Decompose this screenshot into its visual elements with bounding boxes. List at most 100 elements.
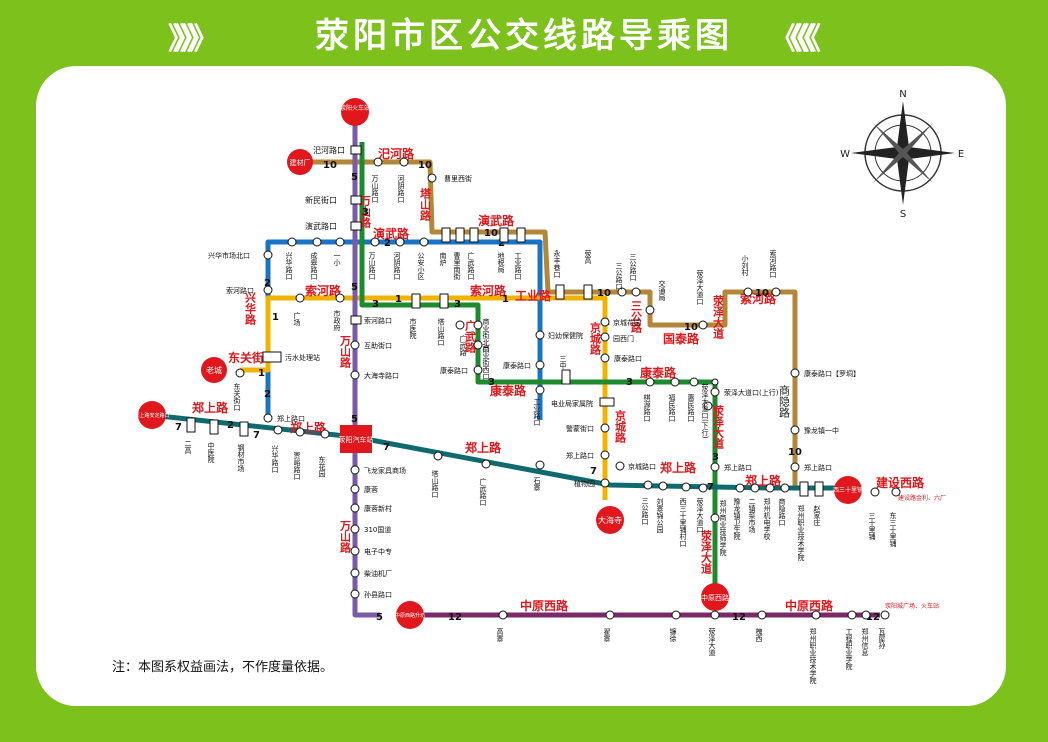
stop-xiaoliu-label: 小刘村 — [741, 254, 749, 276]
stop-guangchang-label: 广场 — [293, 311, 301, 327]
stop-yanwu-kou-label: 演武路口 — [305, 221, 337, 231]
stop-kangtai-kou4-label: 康泰路口 — [708, 376, 712, 379]
stop-heyin2: 河阴路口 — [393, 237, 405, 280]
stop-gongcheng: 工程职业学院 — [845, 610, 857, 671]
stop-xingyang-kou: 荥泽大道口 — [696, 269, 708, 330]
route-number-10-b: 10 — [418, 160, 432, 171]
stop-kangtai-kou2: 康泰路口 — [503, 360, 545, 370]
route-number-12-b: 12 — [732, 612, 746, 623]
road-dongguan: 东关街 — [228, 350, 264, 365]
stop-yulong: 豫龙镇一中 — [790, 425, 839, 435]
stop-kangtai-kou2-label: 康泰路口 — [503, 361, 531, 370]
terminal-qiche-label: 荥阳汽车站 — [339, 435, 374, 444]
stop-xingyang-shang-label: 荥泽大道口(上行) — [724, 388, 779, 397]
stop-fuyou-label: 妇幼保健院 — [548, 331, 583, 340]
route-number-10-a: 10 — [323, 160, 337, 171]
terminal-laocheng-label: 老城 — [206, 365, 222, 375]
stop-caolinan-label: 曹里南街 — [453, 251, 461, 281]
stop-guangchang: 广场 — [293, 293, 305, 327]
route-number-2-b: 2 — [384, 238, 391, 249]
stop-xingyang-kou2: 荥泽大道口 — [696, 483, 708, 533]
stop-xingyang-kou2-label: 荥泽大道口 — [696, 497, 704, 533]
route-number-1-e: 1 — [258, 368, 265, 379]
stop-guangwu-kou: 广武路口 — [467, 227, 479, 280]
route-number-1-a: 1 — [272, 312, 279, 323]
stop-xinghua-lu: 兴华路口 — [285, 237, 297, 280]
route-7-line — [149, 412, 840, 491]
stop-gongcheng-label: 工程职业学院 — [845, 628, 853, 671]
stop-xingyang-xia: 荥泽大道口(下行) — [701, 383, 713, 439]
terminal-jiancai-label: 建材厂 — [290, 158, 311, 167]
route-number-12-a: 12 — [448, 612, 462, 623]
terminal-xisan-label: 西三十里铺 — [833, 486, 863, 494]
stop-jiaotong-label: 交通局 — [658, 279, 666, 302]
stop-yulong-label: 豫龙镇一中 — [804, 426, 839, 435]
stop-guangwu-lu2: 广武路口 — [479, 459, 491, 506]
page-title: 荥阳市区公交线路导乘图 — [315, 16, 733, 56]
stop-sanzhong-label: 三中 — [559, 355, 567, 370]
stop-sansan-label: 三十里铺 — [868, 512, 876, 541]
stop-yuanximen-label: 园西门 — [613, 334, 634, 343]
compass-e: E — [958, 149, 964, 160]
stop-kangtai-kou4: 康泰路口 — [708, 376, 719, 386]
stop-wanshan-kou: 万山路口 — [371, 157, 383, 203]
route-number-3-c: 3 — [454, 299, 461, 310]
stop-dianzi-label: 电子中专 — [364, 547, 392, 556]
stop-sangong-kou3: 三公路口 — [641, 480, 653, 525]
stop-suohe-kou-e: 索河路口 — [769, 249, 781, 297]
stop-feilong: 飞龙家具商场 — [350, 465, 406, 475]
stop-guangwu-lu-label: 广武路 — [459, 334, 467, 357]
stop-dongguan-kou-label: 东关街口 — [233, 382, 241, 411]
stop-yulong-wei: 豫龙镇卫生院 — [733, 483, 745, 541]
stop-zhiwu: 植物园 — [574, 478, 610, 488]
stop-gongan-label: 公安小区 — [417, 252, 425, 280]
map-panel — [36, 66, 1006, 706]
road-zhongyuan2: 中原西路 — [785, 598, 834, 613]
stop-cuixu: 镰徐 — [669, 610, 681, 643]
stop-sangong-kou-label: 三公路口 — [615, 262, 623, 290]
road-zhengshang4: 郑上路 — [660, 460, 697, 475]
road-guangwu: 广武路 — [464, 319, 477, 354]
stop-huaixi: 槐西 — [755, 610, 767, 643]
stop-dong-sansan-label: 东三十里铺 — [889, 511, 897, 548]
stop-suohe-kou-w: 索河路口 — [226, 285, 273, 295]
stop-shangyin-kou-label: 商隐路口 — [778, 497, 786, 526]
stop-zhaojia: 赵家庄 — [813, 481, 824, 527]
road-xinghua: 兴华路 — [244, 291, 257, 326]
stop-yuanximen: 园西门 — [600, 332, 634, 343]
stop-shangyejie-xi-label: 商业街西口 — [482, 344, 490, 380]
route-number-7-d: 7 — [590, 466, 597, 477]
route-number-5-c: 5 — [351, 414, 358, 425]
stop-shizhai: 石寨 — [533, 460, 545, 491]
route-number-5-a: 5 — [351, 172, 358, 183]
stop-xinghua-lu-label: 兴华路口 — [285, 251, 293, 280]
route-number-2-c: 2 — [498, 238, 505, 249]
road-zhongyuan1: 中原西路 — [520, 598, 569, 613]
stop-caolinan: 曹里南街 — [453, 227, 465, 281]
road-zhengshang3: 郑上路 — [465, 440, 502, 455]
stop-tashan-kou-label: 塔山路口 — [437, 317, 445, 346]
stop-kangyu-xin: 康蓉新村 — [350, 503, 392, 513]
stop-sunxian-label: 孙县路口 — [364, 590, 392, 599]
route-number-7-b: 7 — [253, 430, 260, 441]
stop-xinxi: 郑州信息 — [861, 610, 871, 656]
stop-kangtai-kou: 康泰路口 — [440, 365, 483, 375]
stop-jingcheng-hua: 京城花园 — [600, 317, 641, 327]
terminal-shangjie-label: 郑上路安定路口 — [134, 412, 169, 419]
stop-zhiwu-label: 植物园 — [574, 479, 595, 488]
route-number-7-e: 7 — [707, 482, 714, 493]
stop-jingcheng-kou: 京城路口 — [615, 461, 656, 471]
stop-gongye-lu: 工业路口 — [533, 385, 545, 426]
stop-shangye-label: 商业街北口 — [482, 317, 490, 353]
stop-huaixi-label: 槐西 — [755, 627, 763, 643]
terminal-jianshe-label: 建设路金利、六厂 — [898, 494, 946, 502]
stop-zhengshang-kou-e-label: 郑上路口 — [724, 463, 752, 472]
map-note: 注：本图系权益画法，不作度量依据。 — [112, 660, 334, 675]
stop-tashan-lu: 塔山路口 — [431, 451, 443, 498]
route-number-5-d: 5 — [376, 612, 383, 623]
stop-kangtai-kou3-label: 康泰路口 — [614, 354, 642, 363]
route-number-3-b: 3 — [372, 299, 379, 310]
stop-zhengshang-kou-w-label: 郑上路口 — [277, 414, 305, 423]
compass-n: N — [899, 89, 906, 100]
